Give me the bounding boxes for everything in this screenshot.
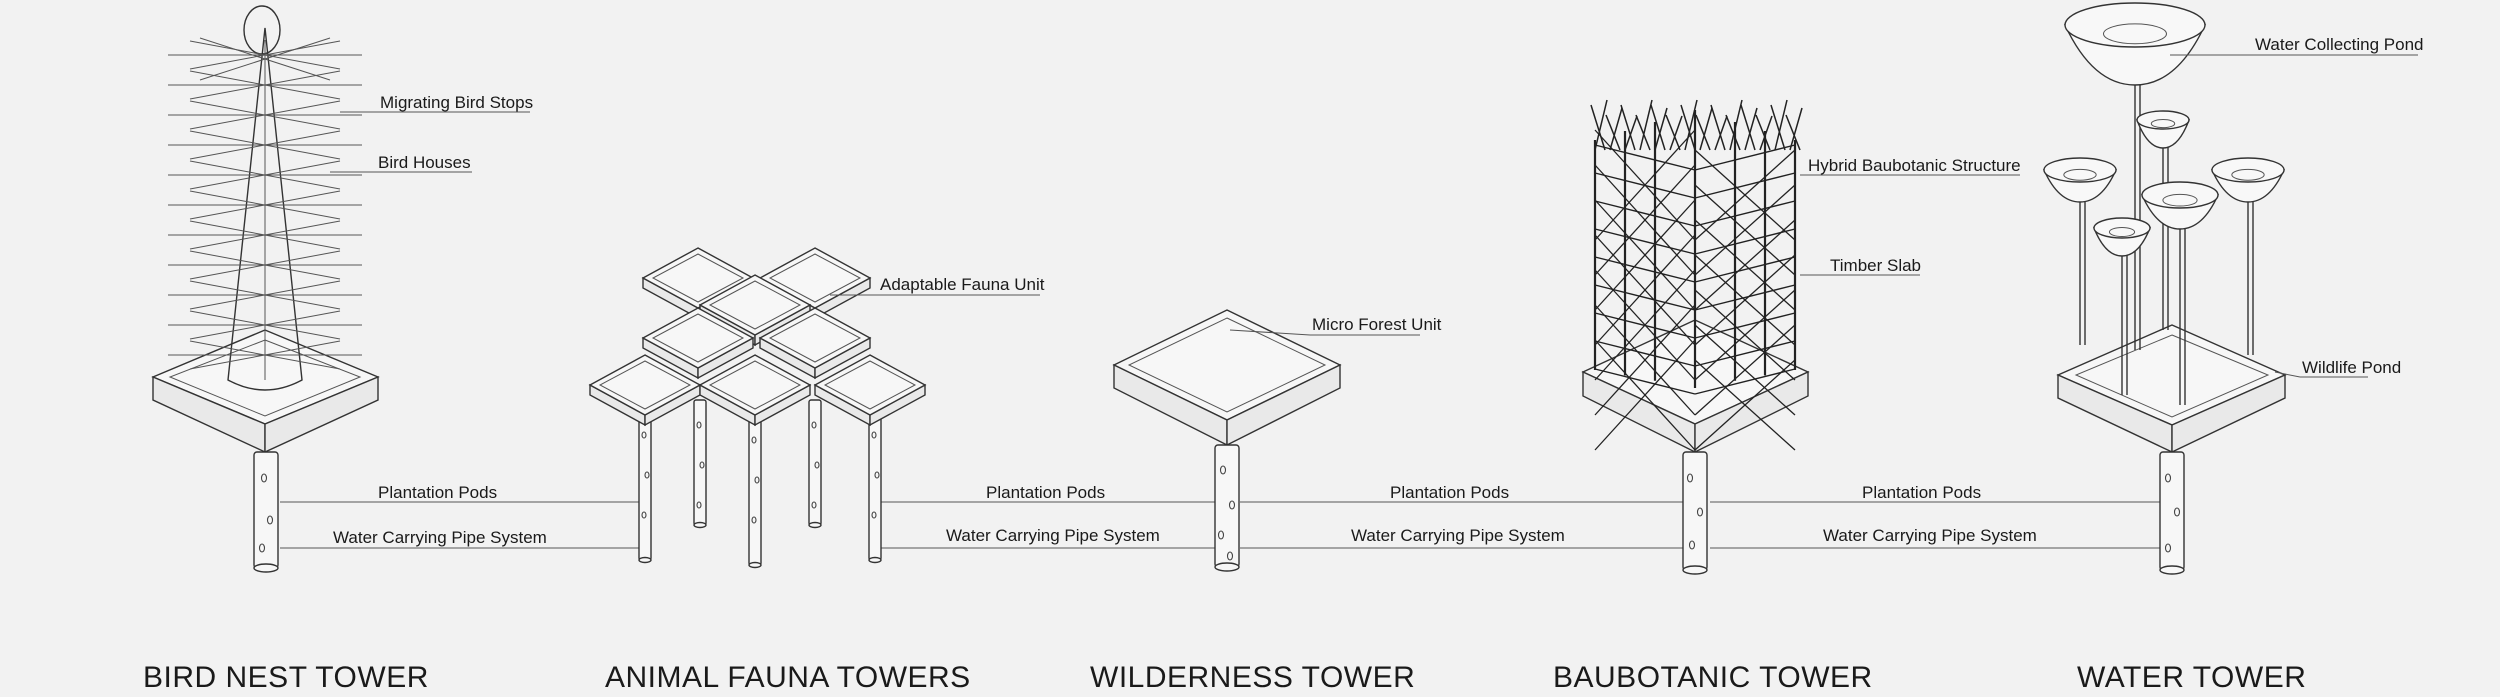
label-migrating-bird-stops: Migrating Bird Stops xyxy=(380,93,533,112)
connector-1-pods-label: Plantation Pods xyxy=(378,483,497,502)
connector-2-pods-label: Plantation Pods xyxy=(986,483,1105,502)
connector-3-pipe-label: Water Carrying Pipe System xyxy=(1351,526,1565,545)
label-wildlife-pond: Wildlife Pond xyxy=(2302,358,2401,377)
animal-fauna-towers-drawing xyxy=(588,247,927,569)
label-micro-forest-unit: Micro Forest Unit xyxy=(1312,315,1442,334)
water-tower-drawing xyxy=(2042,2,2287,575)
leader-lines xyxy=(330,54,2418,378)
connector-1-pipe-label: Water Carrying Pipe System xyxy=(333,528,547,547)
connector-3-pods-label: Plantation Pods xyxy=(1390,483,1509,502)
wilderness-tower-drawing xyxy=(1112,309,1342,572)
title-water-tower: WATER TOWER xyxy=(2077,661,2306,694)
baubotanic-lattice xyxy=(1590,99,1803,451)
title-animal-fauna-towers: ANIMAL FAUNA TOWERS xyxy=(605,661,971,694)
title-baubotanic-tower: BAUBOTANIC TOWER xyxy=(1553,661,1873,694)
label-timber-slab: Timber Slab xyxy=(1830,256,1921,275)
title-bird-nest-tower: BIRD NEST TOWER xyxy=(143,661,429,694)
label-bird-houses: Bird Houses xyxy=(378,153,471,172)
connector-4-pipe-label: Water Carrying Pipe System xyxy=(1823,526,2037,545)
baubotanic-tower-drawing xyxy=(1581,99,1810,575)
connector-lines xyxy=(280,501,2170,549)
bird-rungs xyxy=(168,37,362,370)
connector-2-pipe-label: Water Carrying Pipe System xyxy=(946,526,1160,545)
connector-4-pods-label: Plantation Pods xyxy=(1862,483,1981,502)
water-bowls xyxy=(2042,2,2286,405)
bird-nest-tower-drawing xyxy=(151,5,380,573)
label-adaptable-fauna-unit: Adaptable Fauna Unit xyxy=(880,275,1045,294)
title-wilderness-tower: WILDERNESS TOWER xyxy=(1090,661,1415,694)
label-hybrid-baubotanic-structure: Hybrid Baubotanic Structure xyxy=(1808,156,2021,175)
label-water-collecting-pond: Water Collecting Pond xyxy=(2255,35,2424,54)
